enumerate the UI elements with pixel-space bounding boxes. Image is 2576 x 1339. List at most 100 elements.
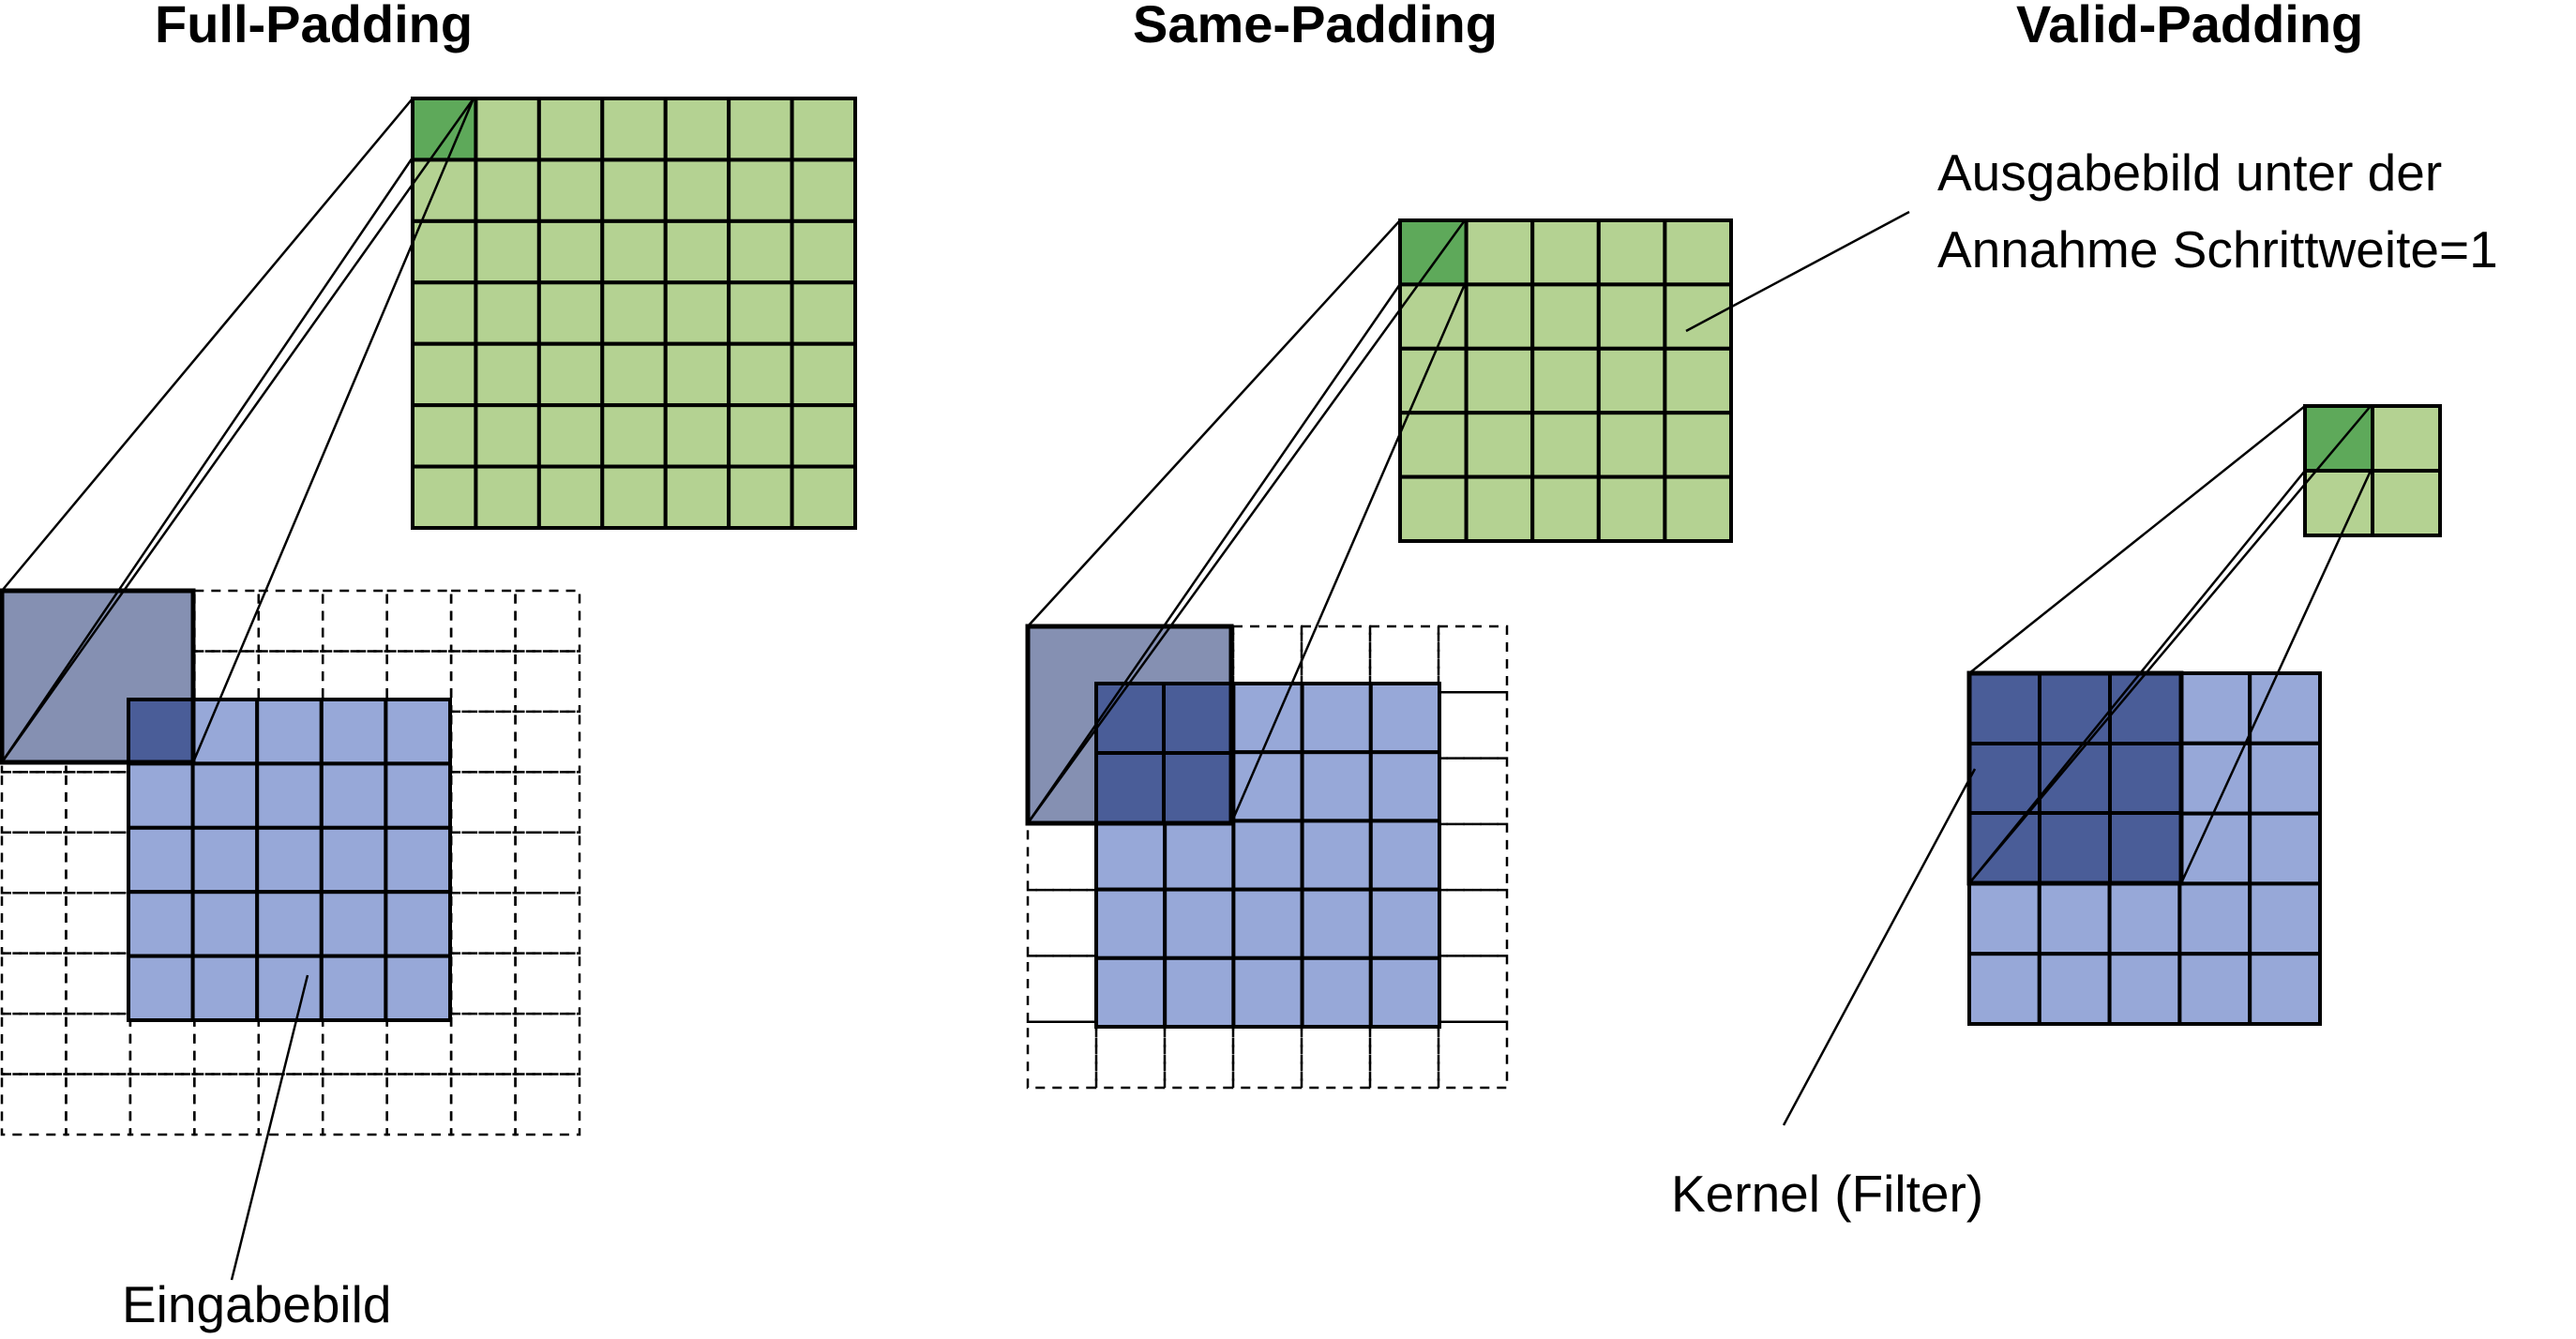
kernel-overlap-cell [2108, 811, 2183, 885]
output-cell [1530, 346, 1601, 415]
output-cell [663, 218, 731, 285]
padding-cell [514, 952, 581, 1016]
kernel-overlap-cell [1967, 811, 2041, 885]
padding-cell [128, 1012, 196, 1076]
input-cell [1300, 887, 1373, 960]
padding-cell [1026, 1020, 1098, 1090]
input-cell [190, 825, 260, 895]
same-kernel-frame [1025, 624, 1234, 826]
kernel-overlap-cell [1094, 751, 1166, 825]
input-cell [1163, 955, 1236, 1029]
output-cell [790, 158, 857, 223]
output-cell [663, 97, 731, 162]
padding-cell [1437, 1020, 1509, 1090]
kernel-overlap-cell [1094, 682, 1166, 755]
padding-cell [257, 1073, 324, 1136]
input-cell [255, 890, 324, 958]
padding-cell [321, 1012, 388, 1076]
input-cell [1300, 955, 1373, 1029]
output-cell [1464, 474, 1535, 544]
padding-cell [321, 1073, 388, 1136]
output-cell [411, 403, 478, 469]
input-cell [127, 954, 195, 1022]
output-cell [790, 464, 857, 531]
input-cell [2107, 881, 2182, 956]
padding-cell [257, 1012, 324, 1076]
output-cell [2303, 469, 2374, 537]
output-cell [536, 341, 605, 408]
input-cell [2107, 952, 2182, 1027]
padding-cell [1026, 955, 1098, 1023]
input-cell [1231, 750, 1304, 823]
full-output-image [411, 97, 857, 531]
output-cell [474, 464, 541, 531]
input-cell [1967, 881, 2041, 956]
output-leader-line [1685, 210, 1910, 333]
output-cell [790, 341, 857, 408]
output-label-line2: Annahme Schrittweite=1 [1937, 220, 2498, 278]
padding-cell [193, 1073, 261, 1136]
padding-cell [514, 771, 581, 835]
output-cell [600, 97, 668, 162]
output-cell [600, 158, 668, 223]
full-kernel-overlap [127, 698, 195, 764]
output-cell [600, 403, 668, 469]
kernel-label: Kernel (Filter) [1671, 1165, 1983, 1223]
output-cell [600, 341, 668, 408]
input-cell [1094, 887, 1167, 960]
input-cell [2037, 952, 2112, 1027]
output-cell [474, 97, 541, 162]
padding-cell [385, 589, 453, 653]
padding-cell [0, 1073, 68, 1136]
padding-cell [1026, 888, 1098, 957]
output-cell [1530, 218, 1601, 287]
input-label: Eingabebild [122, 1275, 391, 1333]
output-cell [1596, 346, 1667, 415]
output-cell [2371, 404, 2442, 473]
padding-cell [0, 771, 68, 835]
input-cell [1300, 819, 1373, 892]
output-cell [536, 218, 605, 285]
input-cell [1368, 887, 1442, 960]
input-cell [319, 761, 388, 830]
input-cell [1368, 682, 1442, 755]
input-cell [1300, 750, 1373, 823]
input-cell [1231, 887, 1304, 960]
input-cell [319, 890, 388, 958]
input-cell [1094, 955, 1167, 1029]
output-cell [727, 464, 794, 531]
input-cell [384, 761, 452, 830]
output-cell [790, 403, 857, 469]
padding-cell [449, 891, 517, 955]
output-cell [600, 218, 668, 285]
padding-cell [0, 710, 68, 774]
kernel-overlap-cell [1967, 671, 2041, 745]
output-cell [727, 403, 794, 469]
output-cell [1596, 282, 1667, 351]
padding-cell [514, 1012, 581, 1076]
output-cell [1596, 411, 1667, 479]
output-cell [600, 280, 668, 346]
input-cell [2248, 741, 2322, 816]
padding-cell [128, 1073, 196, 1136]
padding-cell [385, 1012, 453, 1076]
output-cell [1464, 411, 1535, 479]
padding-cell [449, 710, 517, 774]
padding-cell [65, 831, 132, 895]
padding-cell [385, 1073, 453, 1136]
padding-cell [0, 891, 68, 955]
input-cell [127, 890, 195, 958]
padding-cell [514, 1073, 581, 1136]
padding-cell [449, 1012, 517, 1076]
output-cell [790, 97, 857, 162]
input-cell [1368, 819, 1442, 892]
input-cell [190, 698, 260, 766]
input-cell [255, 825, 324, 895]
padding-cell [449, 1073, 517, 1136]
padding-cell [193, 1012, 261, 1076]
output-cell [1663, 474, 1734, 544]
same-output-image [1398, 218, 1734, 544]
output-cell [727, 97, 794, 162]
output-cell [2371, 469, 2442, 537]
